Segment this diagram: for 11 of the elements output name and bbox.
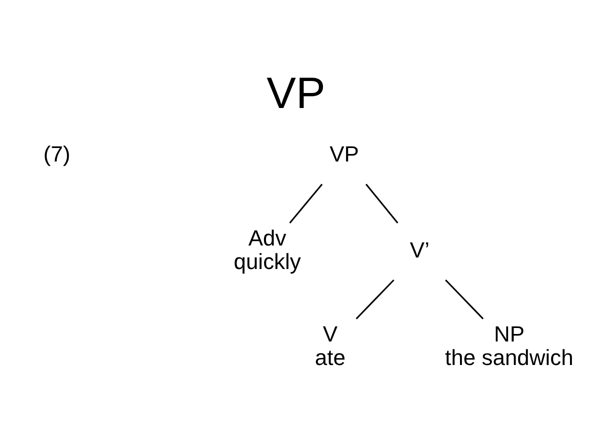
connector <box>289 184 323 224</box>
connector <box>445 279 484 320</box>
node-text: Adv quickly <box>234 226 301 274</box>
connector <box>366 184 398 224</box>
node-text: VP <box>330 142 359 167</box>
connector <box>356 279 394 320</box>
node-text: NP the sandwich <box>445 321 574 370</box>
node-text: V’ <box>410 237 430 262</box>
node-text: V ate <box>314 321 346 370</box>
label: (7) <box>43 142 70 167</box>
diagram-title: VP <box>266 68 326 118</box>
